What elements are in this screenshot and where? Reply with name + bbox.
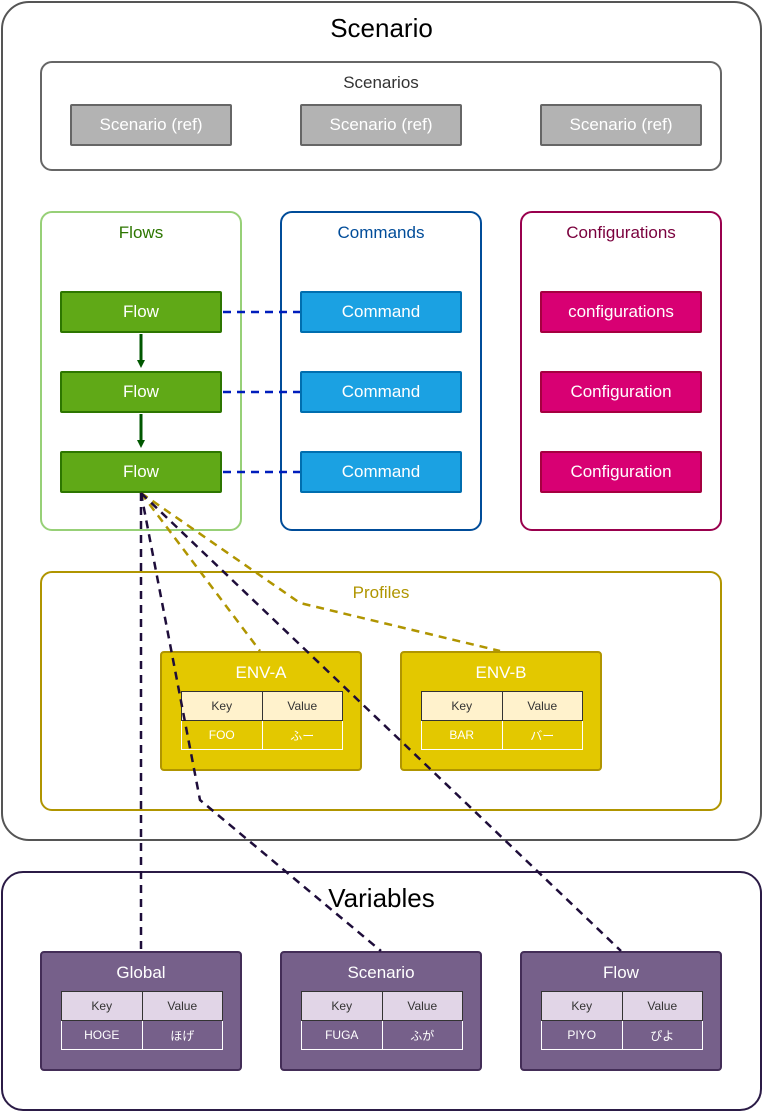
variable-card-title: Scenario (347, 963, 415, 982)
value-cell: ほげ (141, 1020, 223, 1050)
env-card-title: ENV-A (235, 663, 287, 682)
flow-box[interactable]: Flow (60, 291, 222, 333)
scenario-ref-box[interactable]: Scenario (ref) (540, 104, 702, 146)
configurations-group-title: Configurations (566, 223, 676, 242)
key-cell: PIYO (541, 1020, 623, 1050)
value-cell: ふが (381, 1020, 463, 1050)
value-cell: ふー (261, 720, 343, 750)
configuration-box[interactable]: Configuration (540, 371, 702, 413)
variable-card-title: Global (116, 963, 166, 982)
key-header: Key (61, 991, 143, 1021)
key-header: Key (541, 991, 623, 1021)
configuration-box[interactable]: configurations (540, 291, 702, 333)
variables-title: Variables (328, 883, 435, 913)
value-header: Value (621, 991, 703, 1021)
scenarios-group-title: Scenarios (343, 73, 419, 92)
command-box[interactable]: Command (300, 451, 462, 493)
scenario-ref-box[interactable]: Scenario (ref) (300, 104, 462, 146)
value-cell: バー (501, 720, 583, 750)
profiles-group: Profiles (40, 571, 722, 811)
value-header: Value (501, 691, 583, 721)
variable-card-title: Flow (603, 963, 639, 982)
flows-group-title: Flows (118, 223, 164, 242)
key-cell: FOO (181, 720, 263, 750)
scenario-ref-box[interactable]: Scenario (ref) (70, 104, 232, 146)
key-header: Key (421, 691, 503, 721)
configuration-box[interactable]: Configuration (540, 451, 702, 493)
profiles-group-title: Profiles (352, 583, 410, 602)
key-cell: FUGA (301, 1020, 383, 1050)
value-cell: ぴよ (621, 1020, 703, 1050)
flow-box[interactable]: Flow (60, 371, 222, 413)
env-card-title: ENV-B (475, 663, 527, 682)
key-header: Key (181, 691, 263, 721)
key-cell: BAR (421, 720, 503, 750)
command-box[interactable]: Command (300, 371, 462, 413)
command-box[interactable]: Command (300, 291, 462, 333)
commands-group-title: Commands (337, 223, 425, 242)
key-header: Key (301, 991, 383, 1021)
value-header: Value (381, 991, 463, 1021)
scenario-title: Scenario (330, 13, 433, 43)
value-header: Value (261, 691, 343, 721)
value-header: Value (141, 991, 223, 1021)
flow-box[interactable]: Flow (60, 451, 222, 493)
key-cell: HOGE (61, 1020, 143, 1050)
